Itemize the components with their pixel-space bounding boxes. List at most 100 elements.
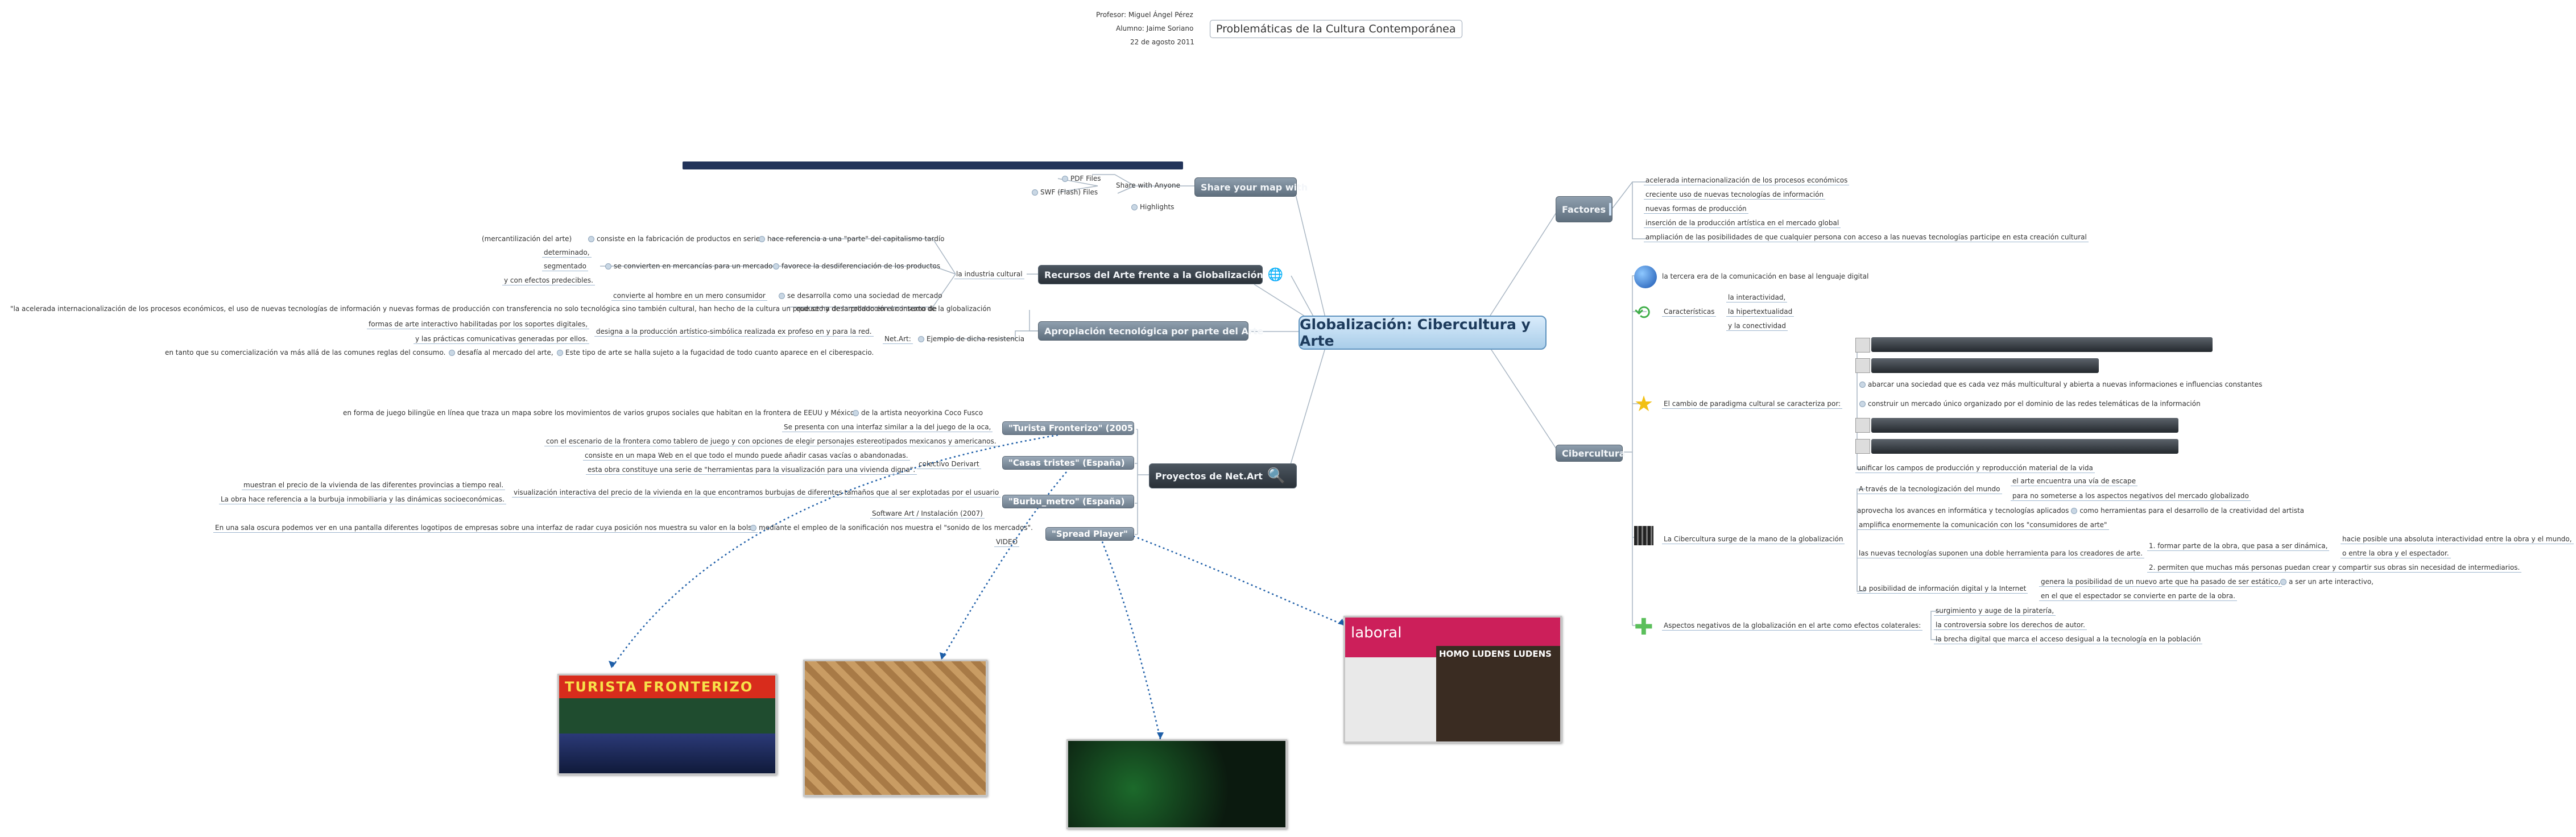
student-label: Alumno: Jaime Soriano bbox=[1116, 24, 1194, 32]
software-label: Software Art / Instalación (2007) bbox=[870, 509, 985, 519]
apropiacion-node[interactable]: Apropiación tecnológica por parte del Ar… bbox=[1038, 321, 1263, 341]
cambio-label: El cambio de paradigma cultural se carac… bbox=[1662, 399, 1843, 409]
sonido-icon bbox=[750, 525, 756, 531]
tercera-label: la tercera era de la comunicación en bas… bbox=[1662, 272, 1869, 280]
laboral-image[interactable]: laboral HOMO LUDENS LUDENS bbox=[1343, 616, 1562, 743]
arrows-icon: ⟲ bbox=[1634, 301, 1651, 324]
aprovecha-label: aprovecha los avances en informática y t… bbox=[1857, 507, 2069, 515]
entanto-label: en tanto que su comercialización va más … bbox=[165, 349, 446, 357]
favorece-label: favorece la desdiferenciación de los pro… bbox=[782, 262, 941, 270]
hidden-item-1 bbox=[1871, 337, 2213, 352]
factor-1: acelerada internacionalización de los pr… bbox=[1644, 176, 1850, 185]
contexto-label: que se ha desarrollado en el contexto de… bbox=[796, 305, 991, 313]
turista-image[interactable]: TURISTA FRONTERIZO bbox=[557, 674, 777, 775]
formar-label: 1. formar parte de la obra, que pasa a s… bbox=[2147, 541, 2330, 551]
industria-label: la industria cultural bbox=[954, 270, 1024, 279]
globe-icon: 🌐 bbox=[1267, 267, 1284, 282]
date-label: 22 de agosto 2011 bbox=[1130, 38, 1194, 46]
doc-icon-4 bbox=[1855, 439, 1870, 454]
interactivo-icon bbox=[2280, 579, 2286, 585]
oscura-label: En una sala oscura podemos ver en una pa… bbox=[213, 523, 758, 533]
designa-label: designa a la producción artístico-simból… bbox=[594, 327, 874, 337]
car-1: la interactividad, bbox=[1726, 293, 1788, 303]
factores-node[interactable]: Factores bbox=[1556, 196, 1612, 222]
highlights-label: Highlights bbox=[1140, 203, 1175, 211]
swf-label: SWF (Flash) Files bbox=[1040, 188, 1098, 196]
screen-icon bbox=[1609, 203, 1612, 216]
hidden-item-3 bbox=[1871, 418, 2178, 433]
traves-label: A través de la tecnologización del mundo bbox=[1857, 484, 2002, 494]
spread-image[interactable] bbox=[1066, 739, 1287, 829]
mercado-label: se convierten en mercancías para un merc… bbox=[614, 262, 773, 270]
casas-image[interactable] bbox=[803, 660, 987, 797]
clapper-icon bbox=[1634, 526, 1653, 545]
highlights-icon bbox=[1131, 204, 1138, 210]
neg-2: la controversia sobre los derechos de au… bbox=[1934, 620, 2087, 630]
proyectos-node[interactable]: Proyectos de Net.Art🔍 bbox=[1149, 463, 1297, 488]
course-box[interactable]: Problemáticas de la Cultura Contemporáne… bbox=[1210, 20, 1462, 38]
turista-scene bbox=[559, 734, 775, 773]
nosometerse-label: para no someterse a los aspectos negativ… bbox=[2011, 491, 2251, 501]
factor-4: inserción de la producción artística en … bbox=[1644, 218, 1841, 228]
permiten-label: 2. permiten que muchas más personas pued… bbox=[2147, 563, 2522, 573]
nuevas-label: las nuevas tecnologías suponen una doble… bbox=[1857, 549, 2145, 558]
amplifica-label: amplifica enormemente la comunicación co… bbox=[1857, 520, 2109, 530]
professor-label: Profesor: Miguel Ángel Pérez bbox=[1096, 11, 1193, 19]
visualizacion-label: visualización interactiva del precio de … bbox=[512, 488, 1001, 498]
neg-3: la brecha digital que marca el acceso de… bbox=[1934, 635, 2203, 644]
caracteristicas-label: Características bbox=[1662, 307, 1717, 317]
star-icon: ★ bbox=[1634, 391, 1654, 416]
cibercultura-node[interactable]: Cibercultura bbox=[1556, 445, 1626, 462]
laboral-photo bbox=[1436, 646, 1560, 741]
negativos-label: Aspectos negativos de la globalización e… bbox=[1662, 621, 1923, 631]
central-topic[interactable]: Globalización: Cibercultura y Arte bbox=[1299, 316, 1547, 350]
spread-node[interactable]: "Spread Player" bbox=[1045, 527, 1134, 541]
burbu-node[interactable]: "Burbu_metro" (España) bbox=[1002, 495, 1134, 508]
determinado-label: determinado, bbox=[542, 248, 592, 258]
muestran-label: muestran el precio de la vivienda de las… bbox=[242, 480, 506, 490]
coco-icon bbox=[853, 410, 859, 416]
interactivo-label: a ser un arte interactivo, bbox=[2289, 578, 2374, 586]
espectador-label: en el que el espectador se convierte en … bbox=[2039, 591, 2237, 601]
convierte-label: convierte al hombre en un mero consumido… bbox=[611, 291, 767, 301]
pdf-label: PDF Files bbox=[1070, 175, 1101, 183]
surge-label: La Cibercultura surge de la mano de la g… bbox=[1662, 534, 1845, 544]
laboral-logo: laboral bbox=[1351, 624, 1402, 641]
turista-node[interactable]: "Turista Fronterizo" (2005) bbox=[1002, 421, 1137, 435]
netart-label: Net.Art: bbox=[883, 334, 913, 344]
formas-label: formas de arte interactivo habilitadas p… bbox=[367, 320, 590, 329]
doc-icon-1 bbox=[1855, 338, 1870, 353]
proyectos-title: Proyectos de Net.Art bbox=[1155, 470, 1263, 482]
share-anyone-label: Share with Anyone bbox=[1116, 181, 1180, 189]
r1b-label: consiste en la fabricación de productos … bbox=[597, 235, 760, 243]
efimero-label: Este tipo de arte se halla sujeto a la f… bbox=[565, 349, 874, 357]
hacie-label: hacie posible una absoluta interactivida… bbox=[2341, 534, 2574, 544]
share-node[interactable]: Share your map with bbox=[1194, 177, 1308, 197]
construir-label: construir un mercado único organizado po… bbox=[1868, 400, 2201, 408]
ejemplo-label: Ejemplo de dicha resistencia bbox=[927, 335, 1025, 343]
abarcar-icon bbox=[1859, 382, 1866, 388]
escape-label: el arte encuentra una vía de escape bbox=[2011, 476, 2138, 486]
casas-node[interactable]: "Casas tristes" (España) bbox=[1002, 456, 1134, 470]
r1c-icon bbox=[759, 236, 765, 242]
swf-icon bbox=[1032, 189, 1038, 196]
plus-icon: ✚ bbox=[1634, 614, 1653, 640]
favorece-icon bbox=[773, 263, 779, 270]
doc-icon-2 bbox=[1855, 358, 1870, 373]
construir-icon bbox=[1859, 401, 1866, 407]
sociedad-icon bbox=[779, 293, 785, 299]
efimero-icon bbox=[557, 350, 563, 356]
recursos-node[interactable]: Recursos del Arte frente a la Globalizac… bbox=[1038, 265, 1283, 284]
neg-1: surgimiento y auge de la piratería, bbox=[1934, 606, 2056, 616]
earth-icon bbox=[1634, 266, 1657, 288]
hidden-item-4 bbox=[1871, 439, 2178, 454]
factor-3: nuevas formas de producción bbox=[1644, 204, 1748, 214]
sonido-label: mediante el empleo de la sonificación no… bbox=[759, 524, 1033, 532]
ejemplo-icon bbox=[918, 336, 924, 342]
video-label[interactable]: VIDEO bbox=[994, 537, 1020, 547]
homo-ludens-label: HOMO LUDENS LUDENS bbox=[1439, 649, 1552, 659]
unificar-label: unificar los campos de producción y repr… bbox=[1855, 463, 2095, 473]
share-url-bar bbox=[683, 161, 1183, 169]
sociedad-label: se desarrolla como una sociedad de merca… bbox=[787, 292, 942, 300]
